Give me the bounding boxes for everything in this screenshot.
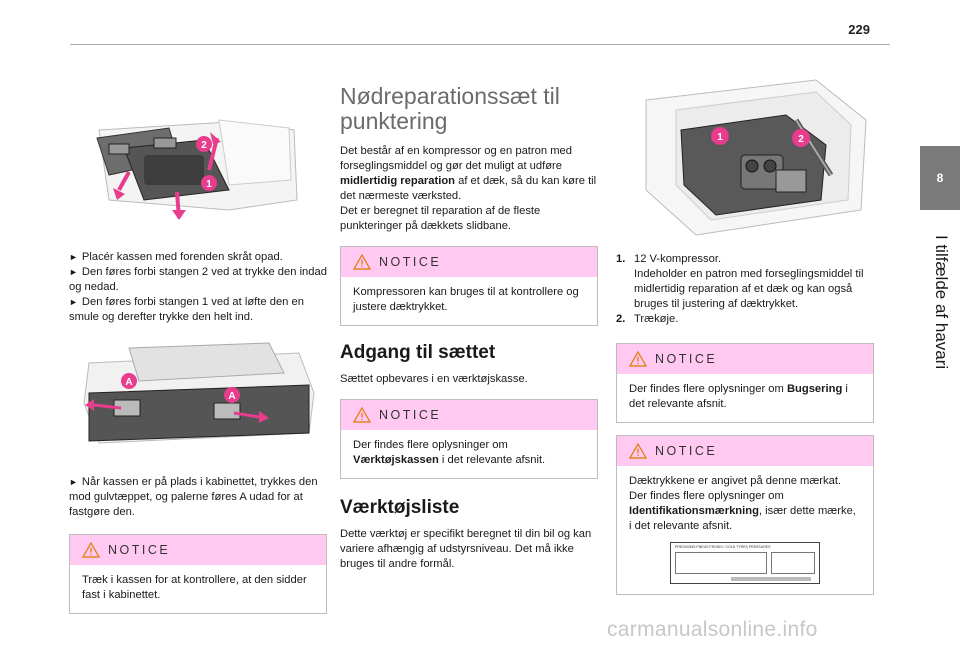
column-2: Nødreparationssæt til punktering Det bes… <box>340 84 598 572</box>
list-item: 2. Trækøje. <box>616 313 679 325</box>
notice-header: NOTICE <box>617 436 873 466</box>
notice-box-tyre-pressure: NOTICE Dæktrykkene er angivet på denne m… <box>616 435 874 595</box>
svg-text:1: 1 <box>717 132 723 143</box>
warning-icon <box>82 542 100 558</box>
svg-text:1: 1 <box>206 179 212 190</box>
watermark: carmanualsonline.info <box>607 618 818 641</box>
callout-2 <box>792 129 810 147</box>
step-2: ►Når kassen er på plads i kabinettet, tr… <box>69 476 318 518</box>
tool-list: 1. 12 V-kompressor.Indeholder en patron … <box>616 252 874 327</box>
step-2-text: Når kassen er på plads i kabinettet, try… <box>69 476 318 518</box>
notice-box-compressor: NOTICE Kompressoren kan bruges til at ko… <box>340 246 598 326</box>
section-title-tool-list: Værktøjsliste <box>340 497 460 518</box>
notice-text: Dæktrykkene er angivet på denne mærkat.D… <box>617 466 873 594</box>
page-number: 229 <box>848 22 870 37</box>
intro-text: Det består af en kompressor og en patron… <box>340 145 597 232</box>
chapter-tab[interactable]: 8 <box>920 146 960 210</box>
warning-icon <box>629 351 647 367</box>
column-3: 1 2 1. 12 V-kompressor.Indeholder en pat… <box>616 60 874 595</box>
column-1: 2 1 ►Placér kassen med forenden skråt op… <box>69 60 327 614</box>
notice-header: NOTICE <box>341 247 597 277</box>
warning-icon <box>629 443 647 459</box>
repair-kit-illustration: 1 2 <box>616 60 872 238</box>
callout-1 <box>711 127 729 145</box>
tool-list-text: Dette værktøj er specifikt beregnet til … <box>340 528 592 570</box>
notice-text: Der findes flere oplysninger om Værktøjs… <box>353 439 546 466</box>
notice-box-col1: NOTICE Træk i kassen for at kontrollere,… <box>69 534 327 614</box>
notice-header: NOTICE <box>70 535 326 565</box>
toolbox-fastening-illustration: A A <box>69 333 325 453</box>
callout-1 <box>201 175 217 191</box>
warning-icon <box>353 407 371 423</box>
tyre-pressure-label-image: PRESSIONS PNEUS FROIDS / COLD TYRES PRES… <box>670 542 820 584</box>
list-item: 1. 12 V-kompressor.Indeholder en patron … <box>616 253 864 310</box>
section-title-repair-kit: Nødreparationssæt til punktering <box>340 83 560 134</box>
notice-text: Kompressoren kan bruges til at kontrolle… <box>353 286 579 313</box>
callout-a-right <box>224 387 240 403</box>
tyre-label-header: PRESSIONS PNEUS FROIDS / COLD TYRES PRES… <box>675 545 771 549</box>
top-rule <box>70 44 890 45</box>
access-text: Sættet opbevares i en værktøjskasse. <box>340 373 528 385</box>
notice-text: Træk i kassen for at kontrollere, at den… <box>82 574 307 601</box>
chapter-title: I tilfælde af havari <box>932 235 951 370</box>
svg-text:A: A <box>125 377 132 388</box>
svg-text:2: 2 <box>201 140 207 151</box>
callout-2 <box>196 136 212 152</box>
notice-box-towing: NOTICE Der findes flere oplysninger om B… <box>616 343 874 423</box>
section-title-access: Adgang til sættet <box>340 342 496 363</box>
svg-text:2: 2 <box>798 134 804 145</box>
callout-a-left <box>121 373 137 389</box>
notice-box-toolbox: NOTICE Der findes flere oplysninger om V… <box>340 399 598 479</box>
notice-header: NOTICE <box>341 400 597 430</box>
warning-icon <box>353 254 371 270</box>
toolbox-insert-illustration: 2 1 <box>69 60 325 220</box>
steps-1: ►Placér kassen med forenden skråt opad. … <box>69 251 327 323</box>
svg-text:A: A <box>228 391 235 402</box>
notice-header: NOTICE <box>617 344 873 374</box>
notice-text: Der findes flere oplysninger om Bugserin… <box>629 383 848 410</box>
